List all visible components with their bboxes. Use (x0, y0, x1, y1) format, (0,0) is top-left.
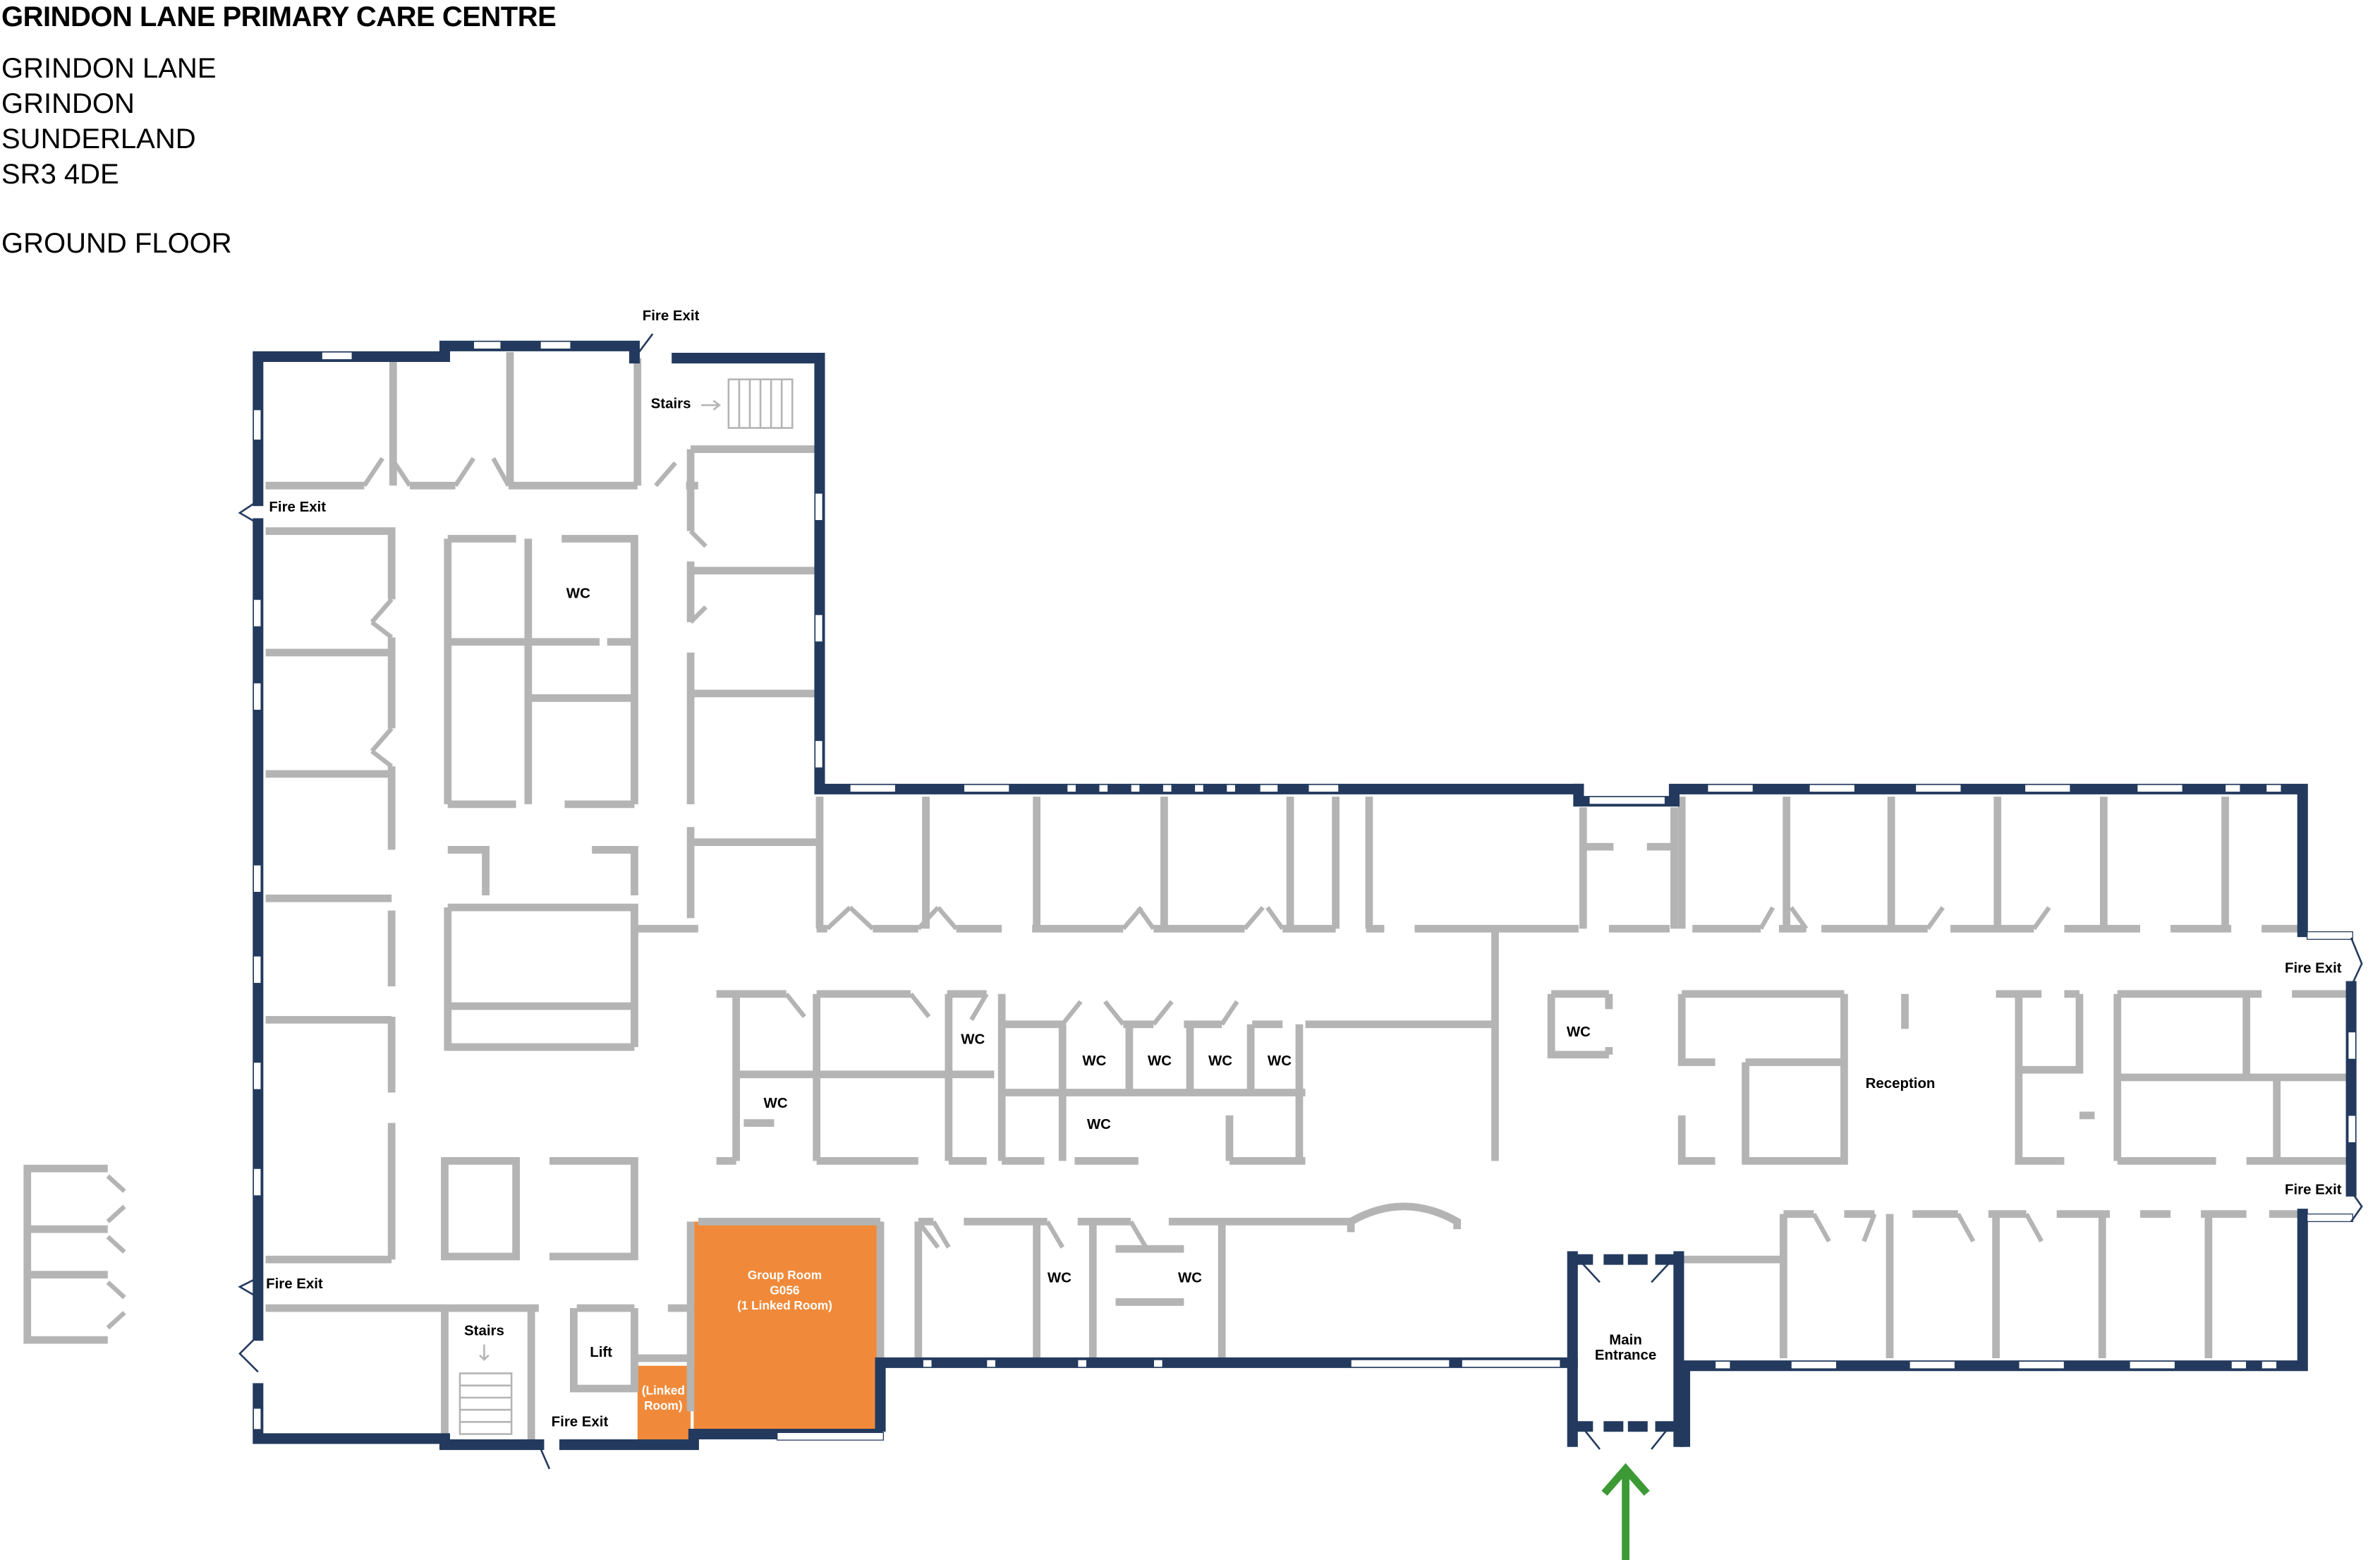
wc-label: WC (764, 1096, 788, 1111)
wc-label: WC (1087, 1117, 1111, 1132)
wc-label: WC (961, 1032, 985, 1048)
address-line-4: SR3 4DE (1, 159, 119, 190)
linked-room-label-2: Room) (644, 1398, 682, 1413)
address-line-3: SUNDERLAND (1, 123, 196, 155)
group-room-name: Group Room (748, 1268, 822, 1282)
wc-label: WC (566, 586, 590, 601)
windows (253, 341, 2357, 1441)
fire-exit-right-lower-label: Fire Exit (2285, 1183, 2342, 1198)
stairs-bottom-label: Stairs (464, 1324, 504, 1339)
wc-label: WC (1567, 1024, 1591, 1040)
building-title: GRINDON LANE PRIMARY CARE CENTRE (1, 1, 557, 32)
linked-room[interactable] (637, 1365, 691, 1442)
main-entrance-label-2: Entrance (1595, 1348, 1656, 1363)
stairs-top-icon (701, 378, 794, 429)
wc-label: WC (1082, 1053, 1106, 1069)
fire-exit-right-upper-label: Fire Exit (2285, 961, 2342, 976)
fire-exit-left-upper-label: Fire Exit (269, 500, 326, 515)
door-swings (106, 456, 2051, 1330)
interior-walls (23, 351, 2350, 1442)
wc-label: WC (1208, 1053, 1232, 1069)
floor-label: GROUND FLOOR (1, 228, 232, 259)
linked-room-label-1: (Linked (642, 1384, 685, 1398)
group-room-note: (1 Linked Room) (737, 1298, 832, 1312)
wc-label: WC (1178, 1270, 1202, 1286)
fire-exit-top-label: Fire Exit (643, 308, 700, 324)
wc-label: WC (1048, 1270, 1071, 1286)
reception-label: Reception (1866, 1076, 1936, 1092)
fire-exit-left-lower-label: Fire Exit (266, 1276, 323, 1292)
stairs-top-label: Stairs (651, 397, 691, 412)
group-room-g056[interactable] (693, 1221, 878, 1434)
address-block: GRINDON LANE GRINDON SUNDERLAND SR3 4DE (1, 51, 556, 192)
group-room-code: G056 (770, 1283, 799, 1298)
lift-label: Lift (590, 1345, 612, 1360)
map-header: GRINDON LANE PRIMARY CARE CENTRE GRINDON… (1, 0, 557, 289)
stairs-bottom-icon (459, 1344, 513, 1435)
wc-label: WC (1268, 1053, 1292, 1069)
wc-label: WC (1148, 1053, 1172, 1069)
exterior-doors[interactable] (238, 333, 2363, 1470)
fire-exit-bottom-label: Fire Exit (552, 1415, 609, 1430)
main-entrance-label-1: Main (1609, 1333, 1642, 1348)
address-line-1: GRINDON LANE (1, 53, 217, 84)
exterior-walls (253, 340, 2357, 1451)
address-line-2: GRINDON (1, 88, 135, 119)
entrance-arrow-icon (1601, 1463, 1650, 1560)
